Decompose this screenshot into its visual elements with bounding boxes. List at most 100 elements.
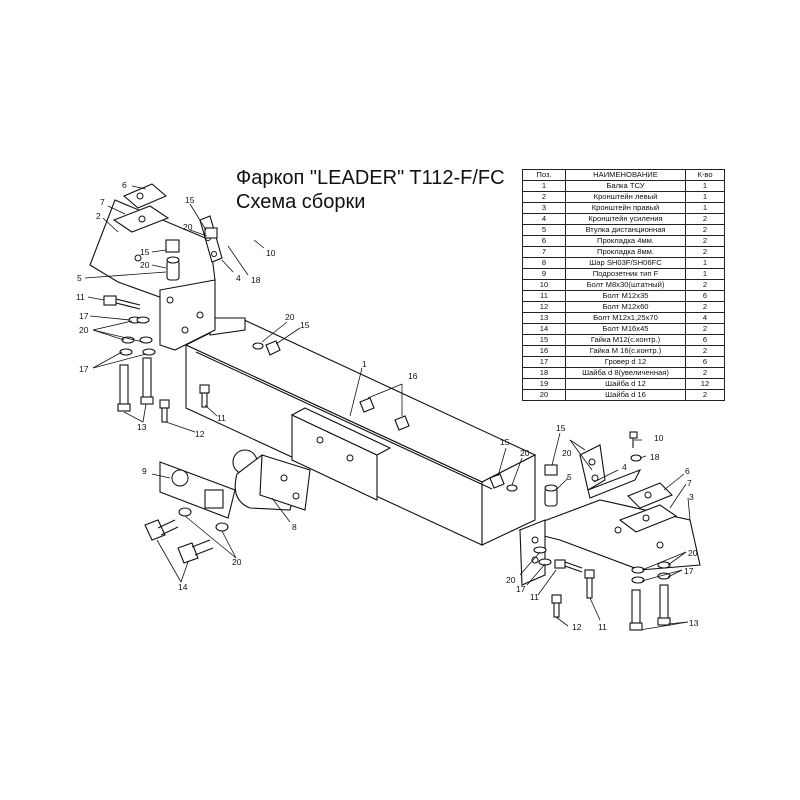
callout-18-right: 18 <box>650 452 660 462</box>
callout-19-right-d: 20 <box>506 575 516 585</box>
callout-2: 2 <box>96 211 101 221</box>
cell-quantity: 1 <box>685 268 725 280</box>
callout-19-mid: 20 <box>285 312 295 322</box>
callout-11-right: 11 <box>530 592 539 602</box>
cell-name: Кронштейн правый <box>565 202 686 214</box>
callout-18-left: 18 <box>251 275 261 285</box>
cell-quantity: 2 <box>685 224 725 236</box>
right-reinforcement <box>579 444 642 499</box>
cell-quantity: 2 <box>685 323 725 335</box>
ball-bolts <box>144 507 229 564</box>
cell-quantity: 2 <box>685 345 725 357</box>
col-quantity: К-во <box>685 169 725 181</box>
callout-7-right: 7 <box>687 478 692 488</box>
cell-name: Втулка дистанционная <box>565 224 686 236</box>
callout-5-left: 5 <box>77 273 82 283</box>
left-reinforcement <box>199 215 223 263</box>
cell-quantity: 6 <box>685 334 725 346</box>
cell-name: Болт М12х35 <box>565 290 686 302</box>
cell-position: 14 <box>522 323 566 335</box>
ball-mount <box>159 449 311 519</box>
callout-12-right: 12 <box>572 622 582 632</box>
tow-beam <box>184 317 537 546</box>
callout-14: 14 <box>178 582 188 592</box>
callout-6-left: 6 <box>122 180 127 190</box>
cell-position: 16 <box>522 345 566 357</box>
cell-position: 12 <box>522 301 566 313</box>
right-spacers <box>618 482 678 533</box>
cell-quantity: 12 <box>685 378 725 390</box>
cell-name: Подрозетник тип F <box>565 268 686 280</box>
cell-quantity: 2 <box>685 367 725 379</box>
callout-19-left-c: 20 <box>79 325 89 335</box>
left-sleeve <box>165 239 180 281</box>
right-sleeve <box>489 431 642 507</box>
page-title: Фаркоп "LEADER" T112-F/FC <box>236 167 505 189</box>
cell-position: 15 <box>522 334 566 346</box>
cell-position: 3 <box>522 202 566 214</box>
cell-name: Балка ТСУ <box>565 180 686 192</box>
beam-nuts <box>252 340 410 431</box>
callout-4-left: 4 <box>236 273 241 283</box>
callout-labels: 6 7 2 15 20 15 20 10 4 18 5 11 17 20 17 … <box>76 180 699 632</box>
cell-position: 8 <box>522 257 566 269</box>
callout-1: 1 <box>362 359 367 369</box>
cell-quantity: 4 <box>685 312 725 324</box>
callout-4-right: 4 <box>622 462 627 472</box>
cell-quantity: 2 <box>685 279 725 291</box>
callout-17-left-b: 17 <box>79 364 89 374</box>
callout-15-left-b: 15 <box>140 247 150 257</box>
callout-10-left: 10 <box>266 248 276 258</box>
callout-11-right-b: 11 <box>598 622 607 632</box>
callout-17-right-b: 17 <box>516 584 526 594</box>
cell-name: Кронштейн усиления <box>565 213 686 225</box>
cell-quantity: 1 <box>685 180 725 192</box>
callout-19-left-b: 20 <box>140 260 150 270</box>
callout-13-right: 13 <box>689 618 699 628</box>
cell-quantity: 2 <box>685 389 725 401</box>
cell-name: Прокладка 4мм. <box>565 235 686 247</box>
cell-name: Гровер d 12 <box>565 356 686 368</box>
callout-15-left: 15 <box>185 195 195 205</box>
cell-quantity: 6 <box>685 290 725 302</box>
cell-quantity: 2 <box>685 235 725 247</box>
cell-name: Болт М12х1,25х70 <box>565 312 686 324</box>
callout-20: 20 <box>232 557 242 567</box>
cell-quantity: 2 <box>685 213 725 225</box>
callout-10-right: 10 <box>654 433 664 443</box>
cell-name: Шайба d 12 <box>565 378 686 390</box>
left-spacers <box>112 183 170 233</box>
cell-position: 1 <box>522 180 566 192</box>
callout-8: 8 <box>292 522 297 532</box>
cell-position: 18 <box>522 367 566 379</box>
parts-table-header: Поз. НАИМЕНОВАНИЕ К-во <box>522 169 725 181</box>
cell-name: Болт М12х60 <box>565 301 686 313</box>
callout-19-left: 20 <box>183 222 193 232</box>
callout-19-right-b: 20 <box>562 448 572 458</box>
cell-name: Гайка М12(с.контр.) <box>565 334 686 346</box>
callout-11-left-b: 11 <box>217 413 226 423</box>
cell-name: Прокладка 8мм. <box>565 246 686 258</box>
cell-name: Шар SH03F/SH06FC <box>565 257 686 269</box>
callout-16: 16 <box>408 371 418 381</box>
page-subtitle: Схема сборки <box>236 191 366 213</box>
cell-name: Шайба d 16 <box>565 389 686 401</box>
cell-quantity: 6 <box>685 356 725 368</box>
cell-position: 7 <box>522 246 566 258</box>
